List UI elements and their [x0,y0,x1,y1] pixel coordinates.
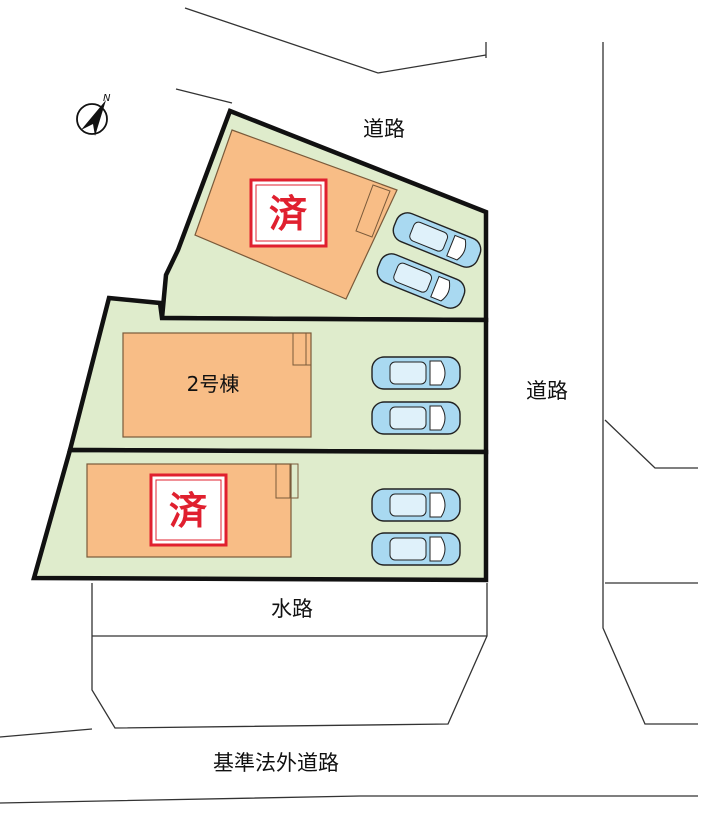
lot-3-house-porch [275,463,299,499]
road-lines [0,7,698,804]
lot-3-house: 済 [86,463,299,558]
lot-1[interactable]: 済 [159,108,489,323]
sold-label-lot-1: 済 [269,192,308,236]
lot-2[interactable]: 2号棟 [67,295,489,455]
sold-badge-lot-1-inner [255,184,322,242]
lot-3-car-2 [371,532,461,566]
north-road-edge-upper [184,7,487,74]
road-east-label: 道路 [526,379,568,403]
lot-2-car-2 [371,401,461,435]
lot-1-car-1 [392,212,482,268]
east-road-edge [602,42,698,725]
sold-badge-lot-1 [249,178,328,248]
lot-3-car-1 [371,488,461,522]
lot-1-car-2 [376,253,466,309]
lot-1-house: 済 [194,129,398,300]
lot-2-house-footprint [122,332,312,438]
lot-2-house-porch [292,332,312,366]
outside-road-label: 基準法外道路 [213,751,339,775]
north-arrow-needle [81,100,106,136]
north-arrow: N [76,93,111,136]
east-side-lot-upper [604,419,698,469]
lot-2-label: 2号棟 [187,372,240,396]
sold-badge-lot-3-inner [155,479,222,541]
outside-road-edge-lower [0,795,698,804]
north-mark: N [103,93,111,104]
waterway-label: 水路 [271,597,313,621]
north-road-edge-lower [175,88,233,104]
sold-label-lot-3: 済 [169,489,208,533]
sold-badge-lot-3 [149,473,228,547]
lot-2-car-1 [371,356,461,390]
lot-1-house-porch [355,184,391,238]
outside-road-edge-upper [0,728,93,738]
waterway-bank [91,583,488,729]
road-north-label: 道路 [363,117,405,141]
lot-2-house: 2号棟 [122,332,312,438]
lot-3[interactable]: 済 [31,447,489,583]
